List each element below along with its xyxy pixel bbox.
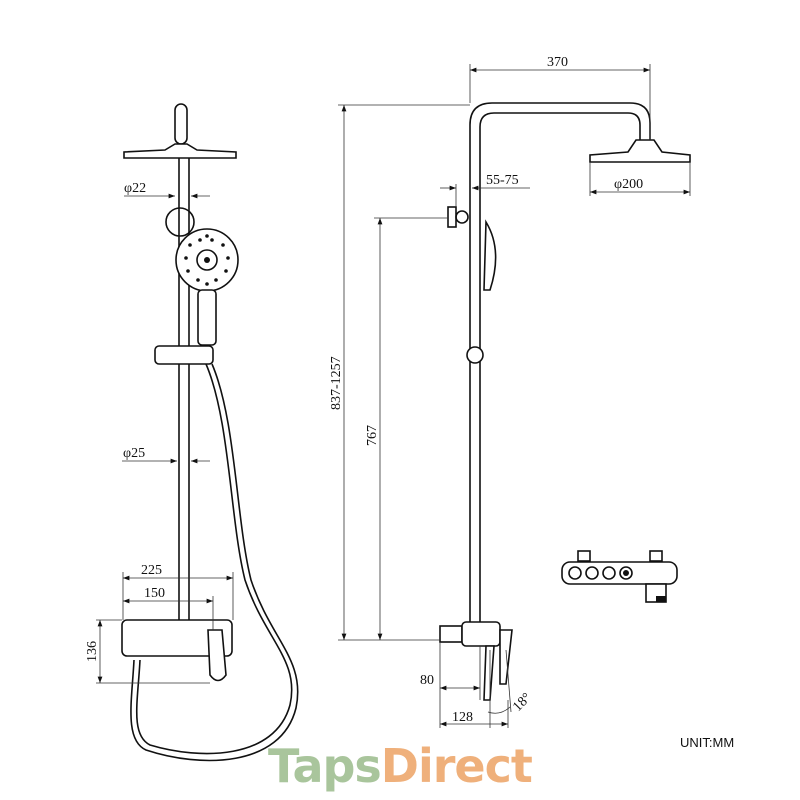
wall-inlet (439, 625, 463, 643)
dim-arm-reach: 370 (547, 55, 568, 70)
side-mixer-lever (483, 645, 495, 701)
logo-part-direct: Direct (380, 739, 533, 793)
dim-mixer-center: 150 (144, 586, 165, 601)
dim-top-pipe-dia: φ22 (124, 181, 146, 196)
dim-lever-reach: 128 (452, 710, 473, 725)
dim-mixer-width: 225 (141, 563, 162, 578)
dim-head-dia: φ200 (614, 177, 643, 192)
wall-bracket (447, 206, 457, 228)
logo-part-taps: Taps (268, 739, 382, 793)
overhead-arm-cap (174, 103, 188, 145)
dim-outlet-offset: 80 (420, 673, 434, 688)
hose (135, 363, 293, 755)
side-mixer-body (461, 621, 501, 647)
dim-bracket-height: 767 (365, 425, 380, 446)
mixer-body (121, 619, 233, 657)
slider-knob (466, 346, 484, 364)
mixer-detail (561, 550, 678, 603)
side-view: 370 φ200 55-75 837-1257 767 80 18° 128 (329, 55, 691, 728)
side-overhead-head (589, 139, 691, 163)
dim-mixer-height: 136 (85, 641, 100, 662)
dim-wall-offset: 55-75 (486, 173, 519, 188)
hand-shower-handle (197, 289, 217, 346)
overhead-shower-head (123, 143, 237, 159)
front-view: φ22 φ25 225 150 136 (85, 103, 299, 762)
unit-label: UNIT:MM (680, 735, 734, 750)
side-hand-shower (483, 219, 497, 291)
dim-lever-angle: 18° (510, 690, 534, 714)
dim-total-height: 837-1257 (329, 356, 344, 410)
tapsdirect-logo: TapsDirect (268, 739, 533, 793)
dim-lower-pipe-dia: φ25 (123, 446, 145, 461)
slider-bracket (154, 345, 214, 365)
mixer-lever (207, 629, 227, 682)
